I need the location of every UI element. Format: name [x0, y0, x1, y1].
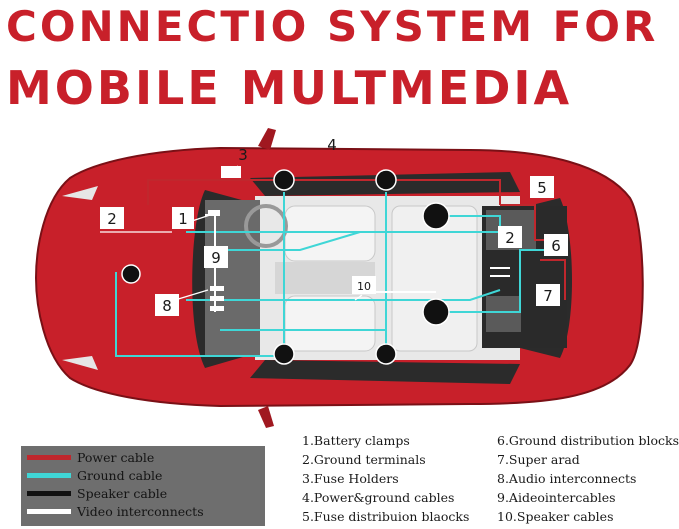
leader-8 [174, 289, 209, 301]
callout-10-box [352, 276, 376, 294]
legend-swatch-video [27, 508, 71, 514]
legend-item-video: Video interconnects [27, 503, 204, 519]
title-line-2: MOBILE MULTMEDIA [6, 61, 573, 115]
title-line-1: CONNECTIO SYSTEM FOR [6, 2, 659, 51]
fuse-block [208, 210, 220, 216]
mirror-bottom [258, 406, 274, 428]
key-item-10: 10.Speaker cables [497, 509, 614, 524]
callouts: 3 4 2 1 9 8 10 5 2 6 7 [100, 136, 568, 316]
fuse-holders [208, 210, 224, 311]
key-item-7: 7.Super arad [497, 452, 580, 467]
legend-label-ground: Ground cable [77, 467, 163, 483]
key-item-4: 4.Power&ground cables [302, 490, 455, 505]
callout-6: 6 [551, 237, 561, 255]
ground-cable-3 [186, 289, 501, 301]
speaker-rear-top [375, 169, 397, 191]
legend-swatch-power [27, 454, 71, 460]
ground-cables [115, 192, 560, 357]
legend-label-power: Power cable [77, 449, 155, 465]
leader-10 [354, 294, 363, 301]
speaker-rear-bottom [375, 343, 397, 365]
side-glass-bottom [250, 360, 520, 384]
callout-4: 4 [327, 136, 337, 154]
key-item-3: 3.Fuse Holders [302, 471, 399, 486]
callout-1: 1 [178, 210, 188, 228]
callout-5-box [530, 176, 554, 198]
ground-cable-8 [215, 231, 361, 251]
callout-2a: 2 [107, 210, 117, 228]
callout-5: 5 [537, 179, 547, 197]
legend-swatch-ground [27, 472, 71, 478]
key-item-6: 6.Ground distribution blocks [497, 433, 679, 448]
subwoofer-bottom [422, 298, 450, 326]
mirror-top [258, 128, 276, 150]
callout-9: 9 [211, 249, 221, 267]
callout-6-box [544, 234, 568, 256]
legend: Power cable Ground cable Speaker cable V… [21, 446, 265, 526]
legend-item-power: Power cable [27, 449, 154, 465]
key-item-8: 8.Audio interconnects [497, 471, 637, 486]
fuse-holder-3 [210, 306, 224, 311]
legend-swatch-speaker [27, 490, 71, 496]
callout-3-box [221, 166, 241, 178]
fuse-holder-1 [210, 286, 224, 291]
legend-item-ground: Ground cable [27, 467, 162, 483]
trunk-box-bottom [486, 296, 521, 332]
steering-wheel [244, 204, 288, 248]
front-seat-left [284, 205, 376, 262]
battery-terminal [121, 264, 141, 284]
callout-1-box [172, 207, 194, 229]
power-cable-amp [540, 259, 566, 300]
speaker-front-top [273, 169, 295, 191]
legend-label-video: Video interconnects [77, 503, 204, 519]
callout-3: 3 [238, 146, 248, 164]
callout-9-box [204, 246, 228, 268]
front-seat-right [284, 295, 376, 352]
headlight-top [62, 186, 98, 200]
speakers [121, 169, 450, 365]
key-list-left: 1.Battery clamps 2.Ground terminals 3.Fu… [302, 431, 469, 526]
ground-cable-1 [115, 272, 284, 357]
speaker-front-bottom [273, 343, 295, 365]
callout-8-box [155, 294, 179, 316]
legend-item-speaker: Speaker cable [27, 485, 167, 501]
callout-7: 7 [543, 287, 553, 305]
power-cable-front [147, 179, 501, 205]
callout-2b: 2 [505, 229, 515, 247]
key-item-9: 9.Aideointercables [497, 490, 616, 505]
key-item-5: 5.Fuse distribuion blaocks [302, 509, 470, 524]
dashboard [205, 200, 260, 356]
callout-2b-box [498, 226, 522, 248]
legend-label-speaker: Speaker cable [77, 485, 168, 501]
callout-2a-box [100, 207, 124, 229]
callout-10: 10 [357, 280, 371, 293]
key-item-1: 1.Battery clamps [302, 433, 410, 448]
fuse-holder-2 [210, 296, 224, 301]
headlight-bottom [62, 356, 98, 370]
ground-cable-7 [436, 249, 560, 313]
callout-7-box [536, 284, 560, 306]
callout-8: 8 [162, 297, 172, 315]
subwoofer-top [422, 202, 450, 230]
key-list-right: 6.Ground distribution blocks 7.Super ara… [497, 431, 679, 526]
key-item-2: 2.Ground terminals [302, 452, 426, 467]
